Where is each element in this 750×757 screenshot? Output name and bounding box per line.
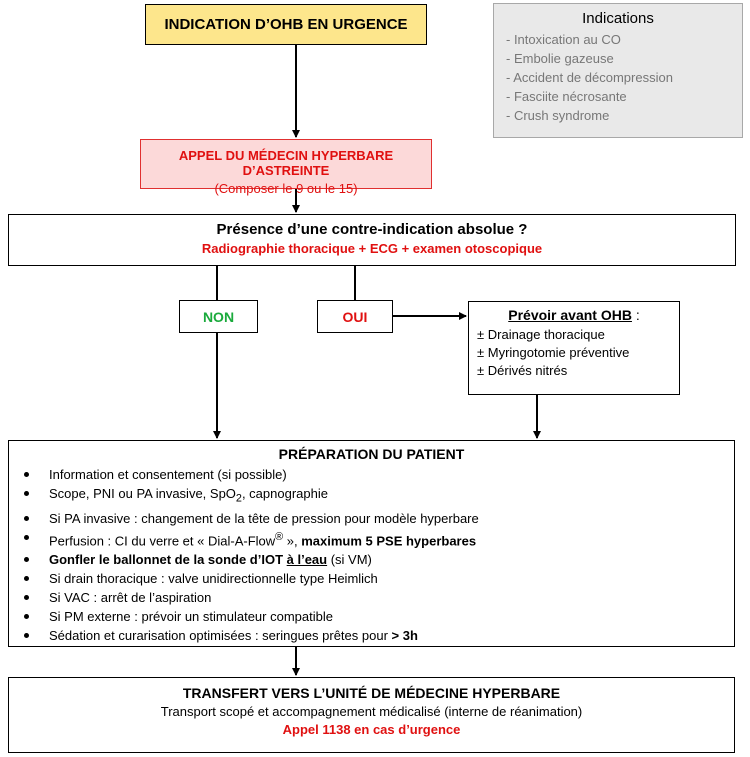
contraindication-question: Présence d’une contre-indication absolue… bbox=[216, 221, 528, 238]
plan-before-ohb-box: Prévoir avant OHB : ± Drainage thoraciqu… bbox=[468, 301, 680, 395]
bullet-icon bbox=[24, 632, 29, 638]
indication-item: - Crush syndrome bbox=[506, 108, 610, 123]
preparation-item-emphasis: > 3h bbox=[391, 627, 418, 643]
preparation-item-text: Si drain thoracique : valve unidirection… bbox=[49, 570, 378, 586]
bullet-icon bbox=[24, 594, 29, 600]
call-doctor-title: APPEL DU MÉDECIN HYPERBARE D’ASTREINTE bbox=[178, 148, 394, 178]
preparation-item: Sédation et curarisation optimisées : se… bbox=[9, 626, 734, 645]
transfer-description: Transport scopé et accompagnement médica… bbox=[160, 704, 583, 719]
call-doctor-phone: (Composer le 9 ou le 15) bbox=[214, 181, 358, 196]
answer-yes-box: OUI bbox=[317, 300, 393, 333]
bullet-icon bbox=[24, 613, 29, 619]
bullet-icon bbox=[24, 491, 29, 496]
answer-yes-label: OUI bbox=[342, 308, 368, 325]
bullet-icon bbox=[24, 515, 29, 521]
preparation-item-text: Si PA invasive : changement de la tête d… bbox=[49, 510, 479, 526]
contraindication-box: Présence d’une contre-indication absolue… bbox=[8, 214, 736, 266]
urgent-indication-title: INDICATION D’OHB EN URGENCE bbox=[164, 16, 408, 33]
preparation-item-text: Si VAC : arrêt de l’aspiration bbox=[49, 589, 212, 605]
transfer-title: TRANSFERT VERS L’UNITÉ DE MÉDECINE HYPER… bbox=[182, 685, 561, 701]
preparation-item-text: (si VM) bbox=[327, 551, 372, 567]
subscript-2: 2 bbox=[235, 492, 242, 505]
transfer-emergency-call: Appel 1138 en cas d’urgence bbox=[282, 722, 461, 737]
preparation-item: Si PM externe : prévoir un stimulateur c… bbox=[9, 607, 734, 626]
patient-preparation-box: PRÉPARATION DU PATIENT Information et co… bbox=[8, 440, 735, 647]
transfer-box: TRANSFERT VERS L’UNITÉ DE MÉDECINE HYPER… bbox=[8, 677, 735, 753]
bullet-icon bbox=[24, 556, 29, 562]
call-hyperbaric-doctor-box: APPEL DU MÉDECIN HYPERBARE D’ASTREINTE (… bbox=[140, 139, 432, 196]
preparation-item: Information et consentement (si possible… bbox=[9, 465, 734, 484]
patient-preparation-title: PRÉPARATION DU PATIENT bbox=[278, 446, 465, 462]
plan-item: ± Drainage thoracique bbox=[477, 327, 605, 342]
preparation-item-text: Scope, PNI ou PA invasive, SpO bbox=[49, 486, 236, 501]
preparation-list: Information et consentement (si possible… bbox=[9, 465, 734, 645]
preparation-item: Si PA invasive : changement de la tête d… bbox=[9, 509, 734, 528]
indications-title: Indications bbox=[582, 10, 654, 27]
indication-item: - Embolie gazeuse bbox=[506, 51, 614, 66]
indications-box: Indications - Intoxication au CO - Embol… bbox=[493, 3, 743, 138]
preparation-item-emphasis: maximum 5 PSE hyperbares bbox=[301, 532, 477, 548]
indication-item: - Fasciite nécrosante bbox=[506, 89, 627, 104]
registered-mark: ® bbox=[275, 530, 284, 543]
preparation-item: Gonfler le ballonnet de la sonde d’IOT à… bbox=[9, 550, 734, 569]
answer-no-label: NON bbox=[202, 308, 235, 325]
plan-before-ohb-heading: Prévoir avant OHB bbox=[508, 307, 632, 323]
plan-before-ohb-title: Prévoir avant OHB : bbox=[477, 307, 679, 323]
answer-no-box: NON bbox=[179, 300, 258, 333]
indication-item: - Accident de décompression bbox=[506, 70, 673, 85]
preparation-item-underlined: à l’eau bbox=[286, 551, 328, 567]
preparation-item-text: », bbox=[283, 532, 302, 548]
preparation-item: Si VAC : arrêt de l’aspiration bbox=[9, 588, 734, 607]
indication-item: - Intoxication au CO bbox=[506, 32, 621, 47]
preparation-item-text: Perfusion : CI du verre et « Dial-A-Flow bbox=[49, 532, 276, 548]
plan-item: ± Myringotomie préventive bbox=[477, 345, 630, 360]
plan-before-ohb-colon: : bbox=[631, 307, 640, 323]
contraindication-exams: Radiographie thoracique + ECG + examen o… bbox=[201, 241, 543, 256]
preparation-item-text: Si PM externe : prévoir un stimulateur c… bbox=[49, 608, 333, 624]
urgent-indication-box: INDICATION D’OHB EN URGENCE bbox=[145, 4, 427, 45]
preparation-item-text: Sédation et curarisation optimisées : se… bbox=[49, 627, 392, 643]
preparation-item-text: , capnographie bbox=[241, 486, 328, 501]
bullet-icon bbox=[24, 472, 29, 477]
preparation-item: Si drain thoracique : valve unidirection… bbox=[9, 569, 734, 588]
bullet-icon bbox=[24, 534, 29, 540]
preparation-item-text: Information et consentement (si possible… bbox=[49, 467, 287, 482]
preparation-item: Perfusion : CI du verre et « Dial-A-Flow… bbox=[9, 528, 734, 550]
bullet-icon bbox=[24, 575, 29, 581]
plan-item: ± Dérivés nitrés bbox=[477, 363, 568, 378]
preparation-item: Scope, PNI ou PA invasive, SpO2, capnogr… bbox=[9, 484, 734, 509]
preparation-item-emphasis: Gonfler le ballonnet de la sonde d’IOT bbox=[49, 551, 287, 567]
